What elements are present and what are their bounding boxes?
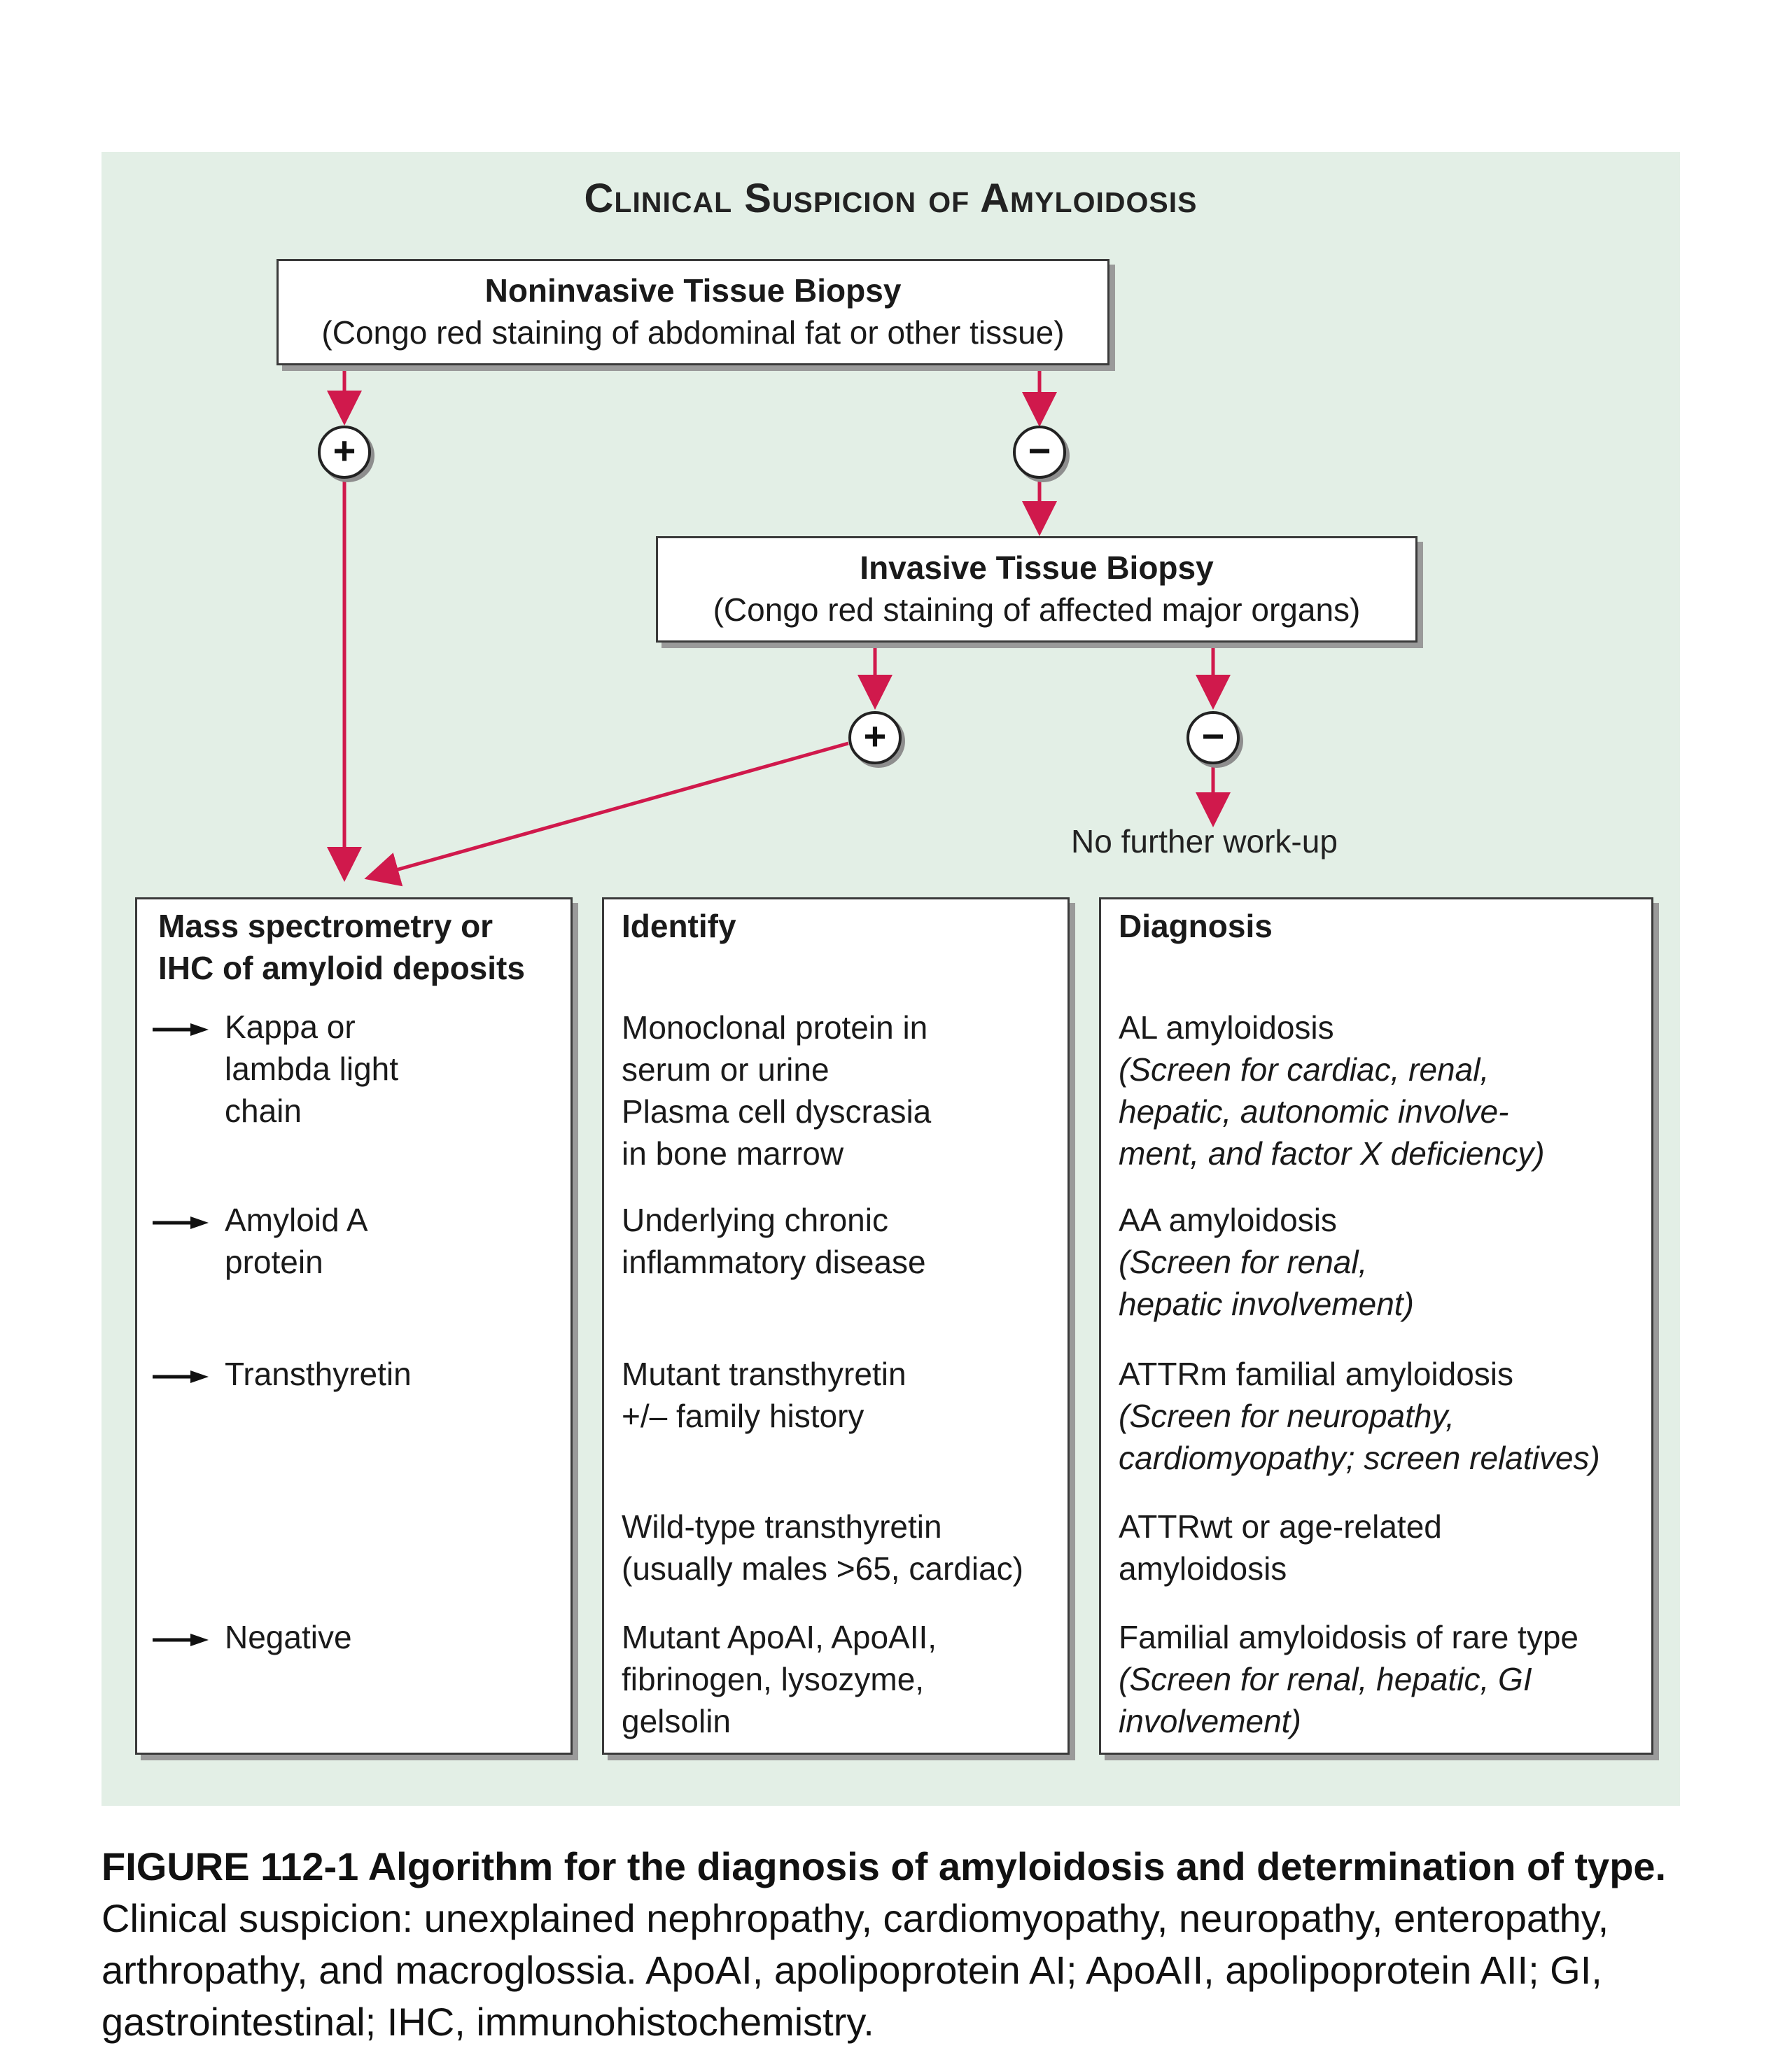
invasive-biopsy-heading: Invasive Tissue Biopsy (860, 549, 1214, 586)
noninvasive-biopsy-heading: Noninvasive Tissue Biopsy (484, 272, 902, 309)
result-arrow-icon (153, 1370, 209, 1383)
caption-lead: FIGURE 112-1 Algorithm for the diagnosis… (102, 1844, 1667, 1888)
invasive-biopsy-box: Invasive Tissue Biopsy (Congo red staini… (656, 536, 1418, 643)
invasive-biopsy-detail: (Congo red staining of affected major or… (713, 591, 1361, 628)
diagnosis-item-al: AL amyloidosis (Screen for cardiac, rena… (1119, 1009, 1545, 1172)
no-further-workup-label: No further work-up (1071, 823, 1338, 860)
result-arrow-icon (153, 1216, 209, 1229)
identify-item-rare-mutant: Mutant ApoAI, ApoAII, fibrinogen, lysozy… (622, 1619, 937, 1739)
figure-caption: FIGURE 112-1 Algorithm for the diagnosis… (102, 1841, 1704, 2048)
negative-sign-invasive: − (1186, 711, 1240, 764)
test-item-negative: Negative (225, 1619, 352, 1655)
identify-column-box: Identify Monoclonal protein in serum or … (602, 897, 1070, 1755)
test-item-amyloid-a: Amyloid A protein (225, 1202, 368, 1280)
test-column-box: Mass spectrometry or IHC of amyloid depo… (135, 897, 573, 1755)
negative-sign-noninvasive: − (1013, 426, 1066, 479)
diagnosis-column-box: Diagnosis AL amyloidosis (Screen for car… (1099, 897, 1653, 1755)
test-item-light-chain: Kappa or lambda light chain (225, 1009, 399, 1129)
identify-item-inflammatory: Underlying chronic inflammatory disease (622, 1202, 926, 1280)
positive-sign-noninvasive: + (318, 426, 371, 479)
diagnosis-column-heading: Diagnosis (1119, 908, 1273, 944)
diagnosis-item-attrwt: ATTRwt or age-related amyloidosis (1119, 1508, 1442, 1587)
test-item-transthyretin: Transthyretin (225, 1356, 412, 1392)
positive-sign-invasive: + (848, 711, 902, 764)
result-arrow-icon (153, 1023, 209, 1036)
flow-connectors (327, 365, 1231, 887)
test-column-heading: Mass spectrometry or IHC of amyloid depo… (158, 908, 525, 986)
diagnosis-item-aa: AA amyloidosis (Screen for renal, hepati… (1119, 1202, 1414, 1322)
noninvasive-biopsy-box: Noninvasive Tissue Biopsy (Congo red sta… (276, 259, 1110, 365)
noninvasive-biopsy-detail: (Congo red staining of abdominal fat or … (321, 314, 1065, 351)
arrow-positive-to-results-diag (364, 741, 849, 887)
identify-item-mutant-ttr: Mutant transthyretin +/– family history (622, 1356, 906, 1434)
result-arrow-icon (153, 1634, 209, 1646)
identify-column-heading: Identify (622, 908, 736, 944)
diagram-title: Clinical Suspicion of Amyloidosis (584, 176, 1198, 221)
identify-item-wildtype-ttr: Wild-type transthyretin (usually males >… (622, 1508, 1023, 1587)
diagnosis-item-attrm: ATTRm familial amyloidosis (Screen for n… (1119, 1356, 1600, 1476)
caption-body: Clinical suspicion: unexplained nephropa… (102, 1896, 1609, 2044)
identify-item-monoclonal: Monoclonal protein in serum or urine Pla… (622, 1009, 932, 1172)
diagnosis-item-rare-familial: Familial amyloidosis of rare type (Scree… (1119, 1619, 1579, 1739)
